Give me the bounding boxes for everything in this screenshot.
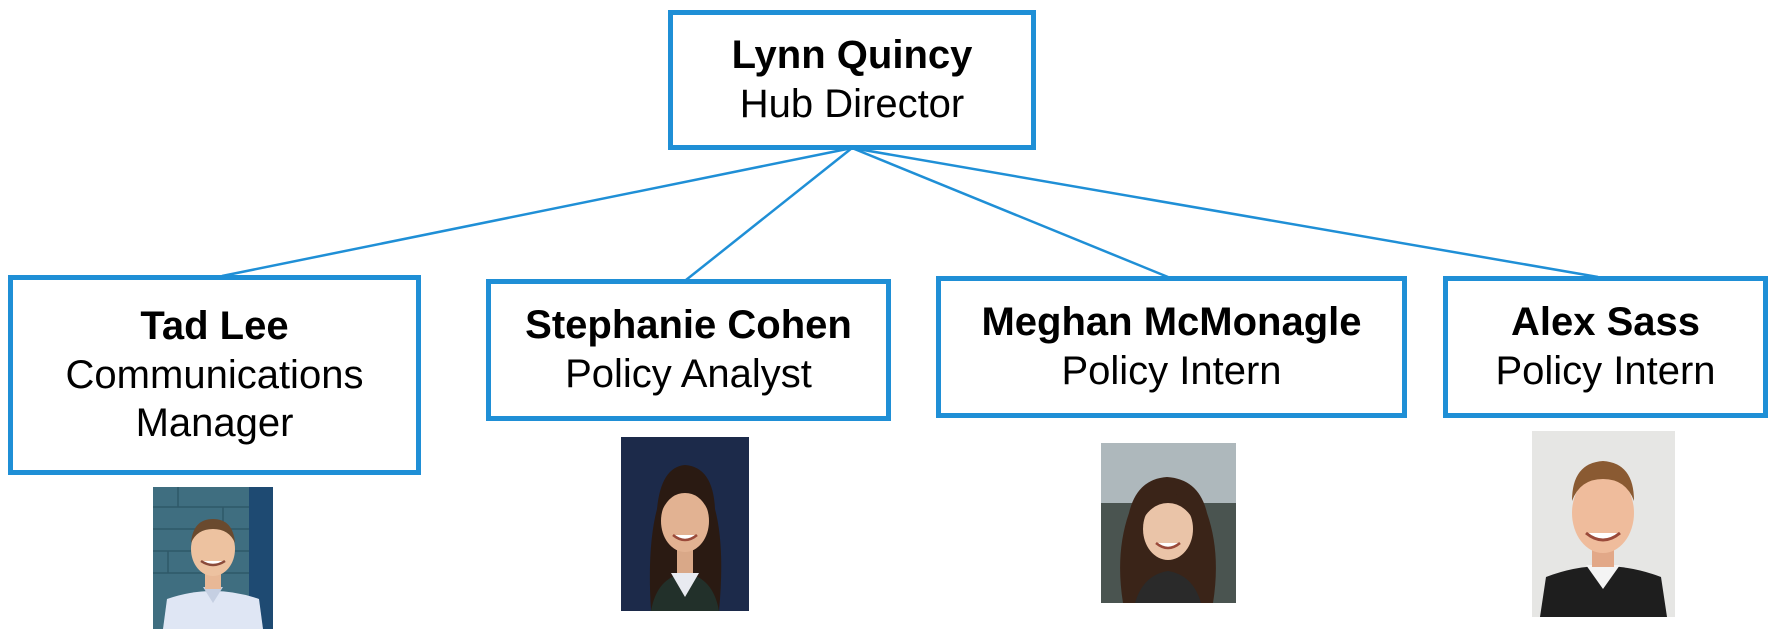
staff-title: Communications [65,352,364,397]
staff-box-tad-lee: Tad Lee Communications Manager [8,275,421,475]
director-box: Lynn Quincy Hub Director [668,10,1036,150]
connector-line [221,146,853,278]
director-name: Lynn Quincy [731,33,973,78]
connector-line [685,147,853,281]
staff-name: Tad Lee [140,303,289,348]
staff-title: Policy Intern [1495,349,1716,393]
staff-box-meghan-mcmonagle: Meghan McMonagle Policy Intern [936,276,1407,418]
staff-title-line2: Manager [135,401,294,446]
person-photo-icon [1532,431,1675,617]
director-title: Hub Director [739,82,965,126]
person-photo-icon [1101,443,1236,603]
person-photo-icon [621,437,749,611]
staff-name: Alex Sass [1510,300,1701,345]
staff-name: Meghan McMonagle [981,300,1362,345]
staff-box-alex-sass: Alex Sass Policy Intern [1443,276,1768,418]
staff-box-stephanie-cohen: Stephanie Cohen Policy Analyst [486,279,891,421]
staff-title: Policy Analyst [565,352,812,396]
staff-title: Policy Intern [1061,349,1282,393]
connector-line [851,146,1169,279]
person-photo-icon [153,487,273,629]
connector-line [851,146,1599,279]
staff-name: Stephanie Cohen [525,303,852,348]
